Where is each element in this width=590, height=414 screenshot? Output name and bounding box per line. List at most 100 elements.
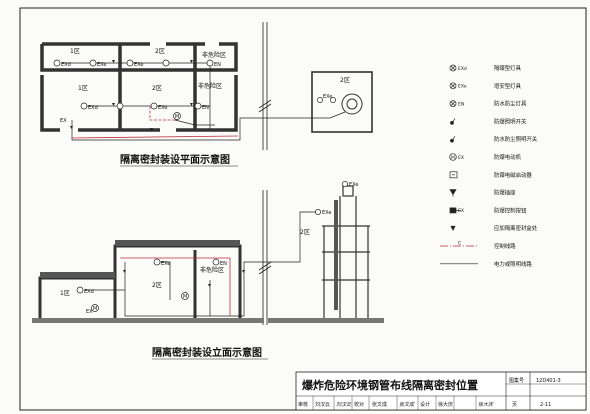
legend-text: 防水防尘灯具 — [494, 100, 527, 108]
side-lamp-1 — [317, 97, 323, 103]
elev-nonhazard: 非危险区 — [200, 266, 224, 274]
elev-ex-label: EX — [86, 309, 93, 315]
legend-text: 防爆控制按钮 — [494, 206, 527, 214]
legend-text: 电力或照明线路 — [494, 260, 532, 268]
elev-lamp-label-1: EXd — [84, 289, 94, 295]
elevation-caption: 隔离密封装设立面示意图 — [152, 346, 262, 359]
plan-walls — [40, 42, 238, 132]
plan-motor-label: M — [175, 114, 179, 120]
legend-text: 增安型灯具 — [494, 82, 522, 90]
elev-motor-label-2: M — [93, 306, 97, 312]
tower-lamp-label-1: EXe — [349, 182, 358, 188]
plan-control-line-2 — [149, 106, 178, 121]
legend-code: C — [458, 241, 461, 247]
design-signature: 徐大庆 — [478, 401, 494, 408]
plan-lamp-label-7: EN — [202, 105, 209, 111]
legend-text: 防爆电动机 — [494, 153, 522, 161]
button-box-icon — [449, 207, 461, 214]
legend-item: EN 防水防尘灯具 — [449, 100, 527, 108]
design-label: 设计 — [420, 401, 430, 408]
plan-lamps — [53, 59, 214, 120]
legend-code: EXe — [458, 84, 467, 90]
lamp-circle-icon — [449, 100, 457, 107]
plan-zone2-bottom: 2区 — [152, 85, 162, 92]
plan-zone1-top: 1区 — [70, 48, 80, 55]
review-signature: 刘汉云 — [336, 401, 352, 408]
legend-text: 防爆插座 — [494, 189, 516, 197]
legend-item: EX 防爆控制按钮 — [449, 206, 527, 214]
plan-seals — [70, 60, 193, 131]
page-label: 页 — [512, 402, 517, 408]
legend-code: EX — [458, 155, 464, 161]
side-lamp-2 — [330, 97, 336, 103]
legend-code: EXd — [458, 66, 467, 72]
plan-lamp-label-3: EXe — [134, 62, 143, 68]
plan-nonhazard-top: 非危险区 — [202, 51, 226, 59]
tower-structure — [322, 185, 370, 318]
elev-zone2: 2区 — [152, 282, 162, 289]
legend-item: 电力或照明线路 — [440, 260, 532, 268]
elevation-view: 1区 2区 非危险区 EXd EXe EN M EX M — [32, 181, 384, 360]
switch-icon — [450, 118, 456, 125]
design-name: 徐大庆 — [438, 401, 453, 408]
plan-view: 1区 2区 非危险区 1区 2区 非危险区 EXd EXe EXe — [40, 42, 373, 167]
plan-lamp-label-4: EN — [214, 62, 221, 68]
legend-code: EX — [458, 208, 464, 214]
elev-control-line — [120, 257, 231, 316]
check-signature: 张文成 — [399, 401, 415, 408]
legend-item: 应加隔离密封盒处 — [450, 224, 538, 232]
check-name: 张文成 — [372, 401, 387, 408]
motor-icon: M — [449, 153, 457, 161]
legend-item: C 控制线路 — [440, 241, 516, 250]
elev-wiring — [85, 261, 262, 317]
plan-lamp-label-5: EXd — [88, 105, 98, 111]
tower-lamp-label-2: EXe — [322, 210, 331, 216]
elev-lamps — [76, 258, 220, 312]
plan-lamp-label-1: EXd — [61, 62, 71, 68]
legend-item: 防水防尘照明开关 — [450, 135, 538, 143]
plan-control-line — [71, 135, 239, 139]
switch-icon — [450, 136, 456, 143]
side-room — [311, 71, 373, 133]
lamp-circle-icon — [449, 64, 457, 72]
legend-text: 隔爆型灯具 — [494, 64, 522, 72]
legend-text: 防爆照明开关 — [494, 117, 527, 125]
elev-motor-label: M — [183, 294, 187, 300]
socket-icon — [449, 189, 457, 197]
elevation-ground — [32, 318, 384, 323]
atlas-number: 12D401-3 — [536, 378, 561, 384]
drawing-title: 爆炸危险环境钢管布线隔离密封位置 — [302, 378, 478, 392]
plan-caption: 隔离密封装设平面示意图 — [120, 153, 230, 166]
elev-seals — [123, 270, 245, 287]
plan-zone1-bottom: 1区 — [78, 85, 88, 92]
legend-item: EXd 隔爆型灯具 — [449, 64, 522, 72]
side-lamp-label: EXe — [323, 94, 332, 100]
starter-icon — [449, 171, 458, 179]
check-label: 校对 — [354, 401, 364, 408]
plan-lamp-label-6: EXe — [158, 105, 167, 111]
atlas-label: 图集号 — [509, 377, 524, 384]
review-name: 刘汉云 — [315, 401, 330, 408]
lamp-circle-icon — [449, 82, 457, 90]
legend-text: 防爆电磁启动器 — [494, 171, 532, 179]
plan-ex-label: EX — [60, 118, 67, 124]
plan-lamp-label-2: EXe — [97, 62, 106, 68]
legend-text: 控制线路 — [494, 242, 516, 250]
title-block: 爆炸危险环境钢管布线隔离密封位置 图集号 12D401-3 页 2-11 审核 … — [295, 371, 587, 411]
review-label: 审核 — [298, 401, 308, 408]
elev-lamp-label-3: EN — [220, 261, 227, 267]
tower-zone: 2区 — [300, 229, 310, 236]
elev-zone1: 1区 — [60, 290, 70, 297]
legend-item: 防爆电磁启动器 — [449, 171, 532, 179]
legend-text: 应加隔离密封盒处 — [494, 224, 538, 232]
legend-item: 防爆插座 — [449, 189, 516, 197]
legend-item: EXe 增安型灯具 — [449, 82, 522, 90]
page-number: 2-11 — [540, 402, 551, 408]
break-lines — [258, 22, 272, 325]
legend-text: 防水防尘照明开关 — [494, 135, 538, 143]
legend-code: EN — [458, 101, 464, 107]
